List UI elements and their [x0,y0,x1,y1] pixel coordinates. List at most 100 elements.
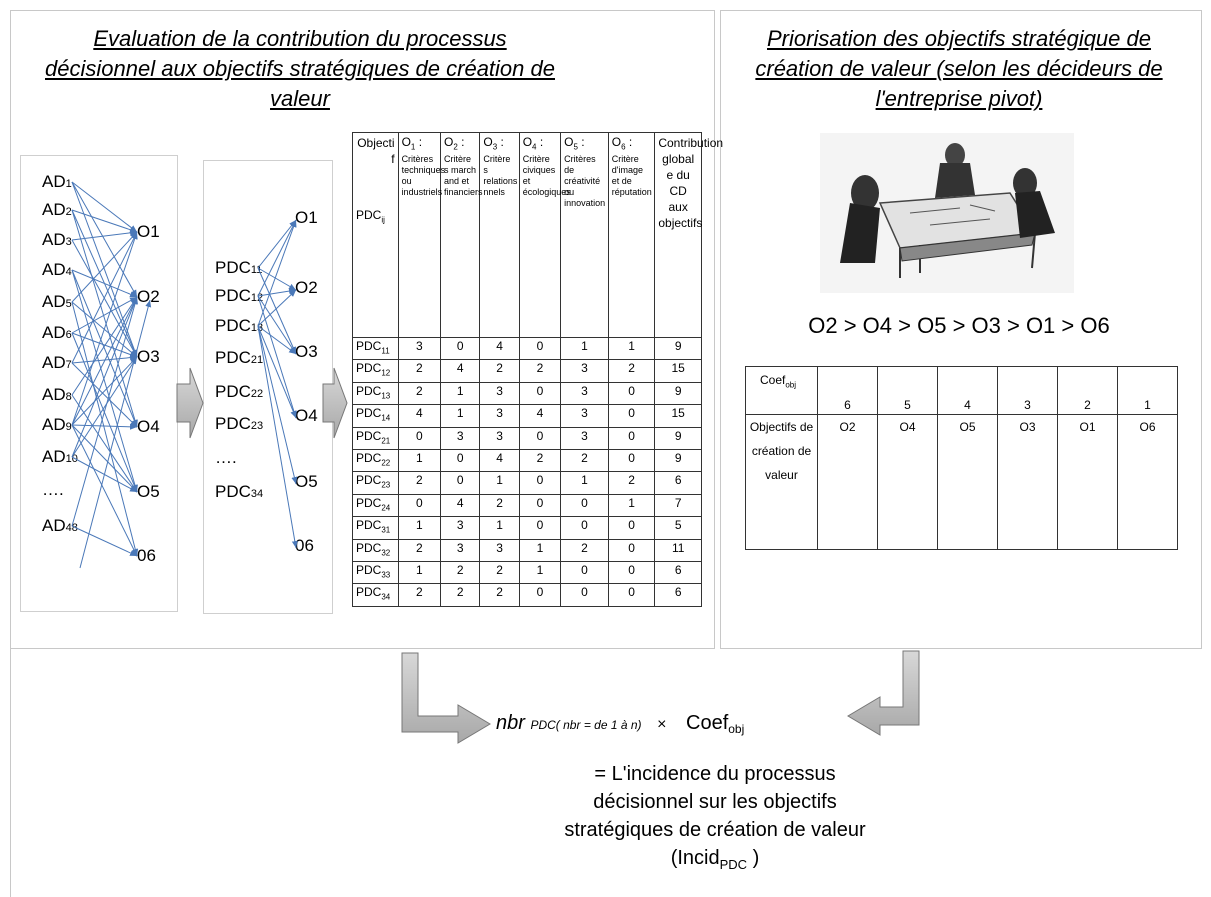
edge-ad8-o2 [71,296,138,396]
objective-node-6: 06 [137,546,156,565]
edge-pdc1-o1 [257,219,297,269]
table-cell: 1 [607,336,656,361]
pdc-node-7: …. [215,448,237,467]
edge-ad2-o1 [71,209,138,233]
table-cell: 6 [654,560,702,585]
table-cell: 0 [607,516,656,540]
table-cell: 15 [654,404,702,428]
table-cell: 4 [479,448,520,473]
edge-ad10-o3 [71,356,138,458]
bottom-area-border [10,647,11,897]
edge-ad9-o3 [71,356,138,426]
table-cell: 0 [560,583,609,607]
table-cell: 0 [397,426,442,450]
header-o3: O3 :Critère s relations nnels [479,132,520,338]
edge-ad1-o3 [71,181,138,358]
contribution-table: Objectif PDCij O1 :Critères techniques o… [352,132,723,607]
table-cell: 1 [479,471,520,495]
edge-ad6-o2 [71,296,138,334]
table-cell: 6 [654,471,702,495]
row-label: PDC13 [352,381,399,406]
objective-node-4: O4 [137,417,160,436]
table-cell: 3 [440,538,481,562]
edge-ad7-o4 [71,362,138,428]
edge-ad9-o2 [71,296,138,426]
table-cell: 7 [654,493,702,518]
table-cell: 2 [397,538,442,562]
pdc-node-8: PDC34 [215,482,264,501]
edge-ad4-o5 [71,269,138,493]
row-label: PDC11 [352,336,399,361]
table-cell: 1 [518,538,562,562]
table-cell: 0 [440,336,481,361]
ad-node-1: AD1 [42,172,72,191]
right-panel-title: Priorisation des objectifs stratégique d… [755,26,1163,111]
row-label: PDC34 [352,583,399,607]
table-cell: 1 [607,493,656,518]
bent-arrow-left-to-formula [401,652,491,744]
edge-ad5-o1 [71,231,138,303]
objective-node-b-2: O2 [295,278,318,297]
ad-node-8: AD8 [42,385,72,404]
table-cell: 3 [560,426,609,450]
table-cell: 2 [560,448,609,473]
edge-pdc3-o3 [257,325,297,355]
table-cell: 9 [654,448,702,473]
table-cell: 2 [479,493,520,518]
formula: nbr PDC( nbr = de 1 à n) × Coefobj [496,712,744,736]
table-cell: 2 [440,583,481,607]
table-cell: 1 [397,448,442,473]
table-cell: 3 [440,426,481,450]
table-cell: 4 [397,404,442,428]
edge-ad9-o5 [71,424,138,493]
table-cell: 3 [397,336,442,361]
edge-pdc3-o6 [257,325,298,549]
table-cell: 0 [518,381,562,406]
row-label: PDC12 [352,359,399,383]
ad-node-10: AD10 [42,447,78,466]
table-cell: 5 [654,516,702,540]
table-cell: 4 [440,359,481,383]
objective-value: O6 [1117,414,1178,550]
ad-node-3: AD3 [42,230,72,249]
table-cell: 3 [479,381,520,406]
table-cell: 2 [440,560,481,585]
coef-label: Coefobj [745,366,818,415]
row-label: PDC32 [352,538,399,562]
decision-makers-sketch-image [820,133,1074,293]
edge-pdc1-o2 [257,267,297,291]
ad-node-7: AD7 [42,353,72,372]
table-cell: 0 [607,583,656,607]
priority-order: O2 > O4 > O5 > O3 > O1 > O6 [808,313,1110,338]
table-cell: 15 [654,359,702,383]
table-cell: 1 [518,560,562,585]
table-cell: 2 [397,381,442,406]
table-cell: 9 [654,381,702,406]
coef-value: 4 [937,366,998,415]
ad-node-9: AD9 [42,415,72,434]
table-cell: 0 [607,404,656,428]
table-cell: 3 [560,404,609,428]
block-arrow-right-2 [322,367,348,439]
ad-node-2: AD2 [42,200,72,219]
table-cell: 0 [518,516,562,540]
table-cell: 0 [607,538,656,562]
objective-node-b-1: O1 [295,208,318,227]
ad-node-11: …. [42,480,64,499]
result-line-2: décisionnel sur les objectifs [593,791,837,813]
edge-pdc2-o3 [257,295,297,355]
table-cell: 0 [397,493,442,518]
edge-ad4-o4 [71,269,138,428]
formula-coef-subscript: obj [728,722,745,736]
table-cell: 3 [560,359,609,383]
objective-node-5: O5 [137,482,160,501]
edge-ad12-o6 [71,525,138,557]
